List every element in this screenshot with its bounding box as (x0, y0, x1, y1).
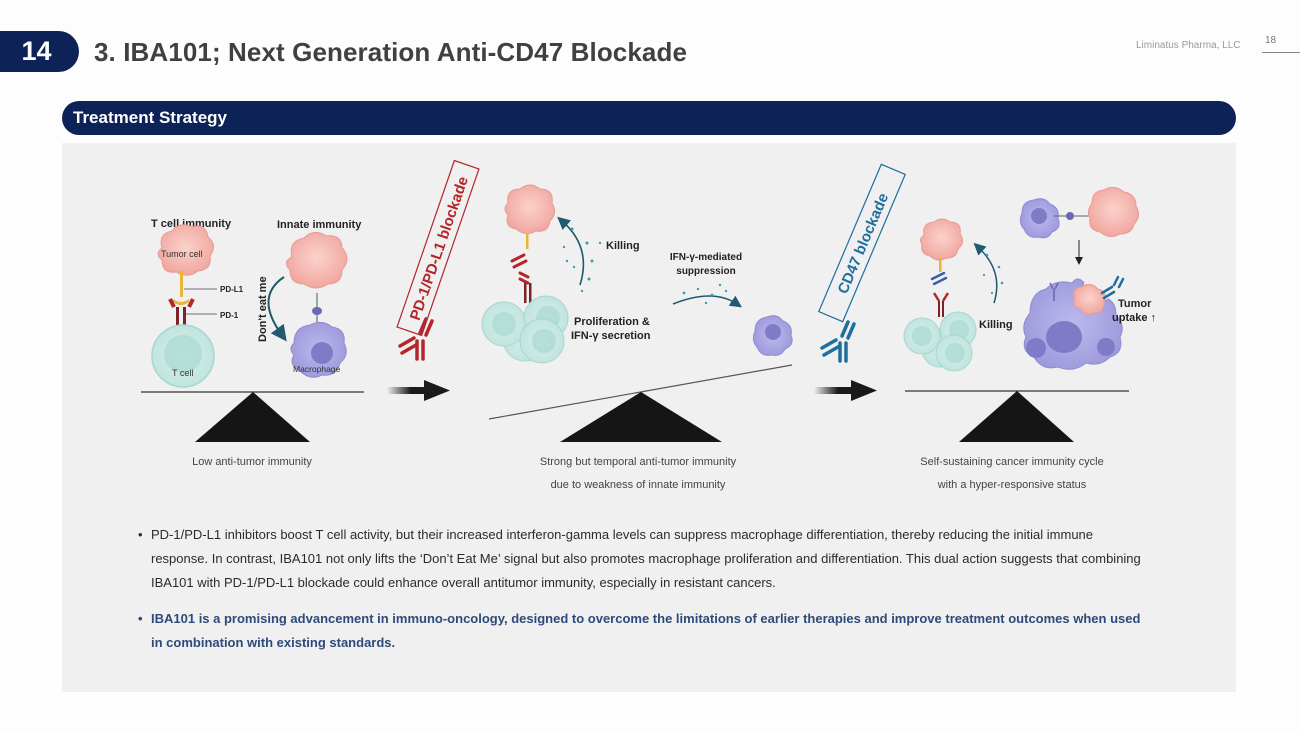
label-t-cell: T cell (172, 368, 193, 378)
label-suppression: suppression (676, 266, 735, 277)
macrophage-icon (290, 321, 347, 378)
tumor-cell-icon (919, 218, 964, 261)
cd47-blockade: CD47 blockade (814, 163, 907, 401)
section-title: Treatment Strategy (73, 108, 227, 127)
label-macrophage: Macrophage (293, 364, 341, 374)
page-number-underline (1262, 52, 1300, 53)
label-killing-2: Killing (979, 319, 1013, 331)
content-panel: T cell immunity Innate immunity Tumor ce… (62, 143, 1236, 692)
treatment-strategy-diagram: T cell immunity Innate immunity Tumor ce… (141, 159, 1156, 491)
balance-fulcrum-3 (959, 391, 1074, 442)
tumor-cell-icon (504, 184, 556, 235)
balance-beam-2-tilted (488, 364, 793, 420)
pd1-blockade-label-box (396, 159, 480, 337)
panel-temporal-immunity: Killing Proliferation & IFN-γ secretion … (481, 184, 793, 491)
label-pd1: PD-1 (220, 311, 239, 320)
pd1-stem-left (176, 307, 179, 335)
caption-self-sustaining-line2: with a hyper-responsive status (937, 479, 1087, 491)
t-cell-cluster-icon (481, 295, 569, 364)
label-ifn-secretion: IFN-γ secretion (571, 330, 651, 342)
pd1-stem-icon-2 (529, 283, 532, 303)
dont-eat-me-arrow-icon (267, 276, 287, 342)
bullet-list: • PD-1/PD-L1 inhibitors boost T cell act… (138, 523, 1148, 655)
slide-number-badge: 14 (0, 31, 79, 72)
panel-low-immunity: T cell immunity Innate immunity Tumor ce… (141, 218, 364, 468)
cd47-blockade-label-box (817, 163, 907, 323)
heading-t-cell-immunity: T cell immunity (151, 218, 232, 230)
label-uptake: uptake ↑ (1112, 312, 1156, 324)
pd1-stem-icon (938, 301, 940, 317)
tumor-cell-icon (157, 224, 214, 276)
bullet-item-emphasis: • IBA101 is a promising advancement in i… (138, 607, 1148, 655)
caption-temporal-line2: due to weakness of innate immunity (551, 479, 726, 491)
cd47-icon (939, 258, 942, 272)
macrophage-small-icon (752, 315, 793, 356)
panel-self-sustaining: Killing Tumor uptake ↑ Self- (903, 186, 1156, 491)
bullet-text: PD-1/PD-L1 inhibitors boost T cell activ… (151, 527, 1141, 590)
label-killing: Killing (606, 240, 640, 252)
balance-fulcrum-2 (560, 392, 722, 442)
anti-pd1-antibody-icon (398, 317, 434, 361)
phagocytosing-macrophage-icon (1023, 278, 1123, 370)
pd1-pdl1-blockade: PD-1/PD-L1 blockade (387, 159, 480, 401)
bullet-text: IBA101 is a promising advancement in imm… (151, 611, 1141, 650)
pd1-receptor-icon (168, 298, 195, 308)
anti-pd1-bound-icon (510, 253, 530, 285)
section-header-bar: Treatment Strategy (62, 101, 1236, 135)
pd1-stem-right (183, 307, 186, 335)
cytokine-dots-icon (562, 227, 602, 293)
label-pdl1: PD-L1 (220, 285, 244, 294)
killing-arrow-icon (557, 216, 585, 286)
bullet-marker: • (138, 527, 143, 542)
t-cell-cluster-icon (903, 311, 977, 372)
page-title: 3. IBA101; Next Generation Anti-CD47 Blo… (94, 37, 688, 67)
t-cell-icon (151, 324, 215, 388)
pdl1-icon (526, 233, 529, 249)
label-dont-eat-me: Don't eat me (257, 276, 269, 342)
tumor-cell-innate-icon (286, 232, 348, 289)
label-tumor-cell: Tumor cell (161, 249, 203, 259)
ifn-dots-icon (682, 283, 728, 305)
pd1-receptor-icon (932, 292, 950, 302)
pdl1-stalk-icon (180, 271, 183, 297)
bullet-item: • PD-1/PD-L1 inhibitors boost T cell act… (138, 523, 1148, 595)
pd1-stem-icon (524, 283, 527, 303)
company-name: Liminatus Pharma, LLC (1136, 40, 1241, 51)
caption-self-sustaining-line1: Self-sustaining cancer immunity cycle (920, 456, 1103, 468)
anti-cd47-free-icon (1100, 275, 1125, 300)
label-tumor: Tumor (1118, 298, 1152, 310)
suppression-arrow-icon (672, 295, 742, 308)
page-number: 18 (1265, 35, 1277, 46)
cytokine-dots-icon (982, 253, 1004, 295)
cd47-receptor-icon (312, 307, 322, 315)
anti-cd47-bound-icon (930, 271, 948, 286)
bullet-marker: • (138, 611, 143, 626)
label-ifn-mediated: IFN-γ-mediated (670, 252, 742, 263)
heading-innate-immunity: Innate immunity (277, 219, 362, 231)
label-proliferation: Proliferation & (574, 316, 650, 328)
arrow-right-icon (387, 380, 450, 401)
engulfed-tumor-icon (1073, 283, 1106, 315)
anti-cd47-antibody-icon (820, 320, 856, 363)
killing-arrow-icon (973, 242, 998, 304)
sirpa-receptor-icon (1049, 282, 1059, 301)
balance-fulcrum-1 (195, 392, 310, 442)
pd1-blockade-label: PD-1/PD-L1 blockade (407, 174, 472, 322)
macrophage-tumor-pair-icon (1019, 186, 1140, 239)
pdl1-head-icon (173, 299, 189, 305)
caption-temporal-line1: Strong but temporal anti-tumor immunity (540, 456, 737, 468)
arrow-right-icon (814, 380, 877, 401)
caption-low-immunity: Low anti-tumor immunity (192, 456, 312, 468)
pd1-stem-icon-2 (942, 301, 944, 317)
